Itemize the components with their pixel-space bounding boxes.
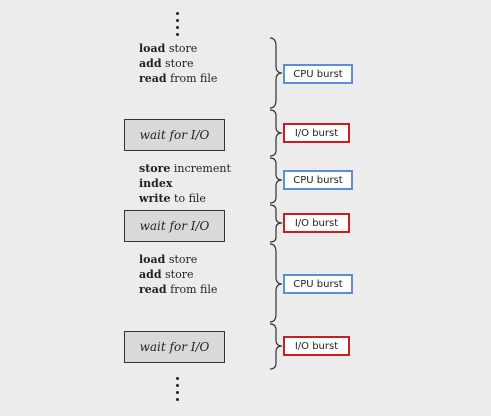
code-line: add store bbox=[139, 268, 194, 281]
code-line: load store bbox=[139, 42, 198, 55]
wait-for-io-box: wait for I/O bbox=[124, 210, 225, 242]
code-line: load store bbox=[139, 253, 198, 266]
code-line: read from file bbox=[139, 283, 218, 296]
curly-brace bbox=[269, 204, 283, 243]
curly-brace bbox=[269, 323, 283, 370]
curly-brace bbox=[269, 109, 283, 157]
code-line: add store bbox=[139, 57, 194, 70]
code-line: write to file bbox=[139, 192, 206, 205]
code-line: index bbox=[139, 177, 173, 190]
code-line: store increment bbox=[139, 162, 231, 175]
bottom-ellipsis bbox=[174, 377, 180, 405]
wait-for-io-box: wait for I/O bbox=[124, 331, 225, 363]
curly-brace bbox=[269, 37, 283, 109]
curly-brace bbox=[269, 243, 283, 323]
curly-brace bbox=[269, 157, 283, 204]
cpu-burst-label: CPU burst bbox=[283, 64, 353, 84]
top-ellipsis bbox=[174, 12, 180, 40]
wait-for-io-box: wait for I/O bbox=[124, 119, 225, 151]
io-burst-label: I/O burst bbox=[283, 123, 350, 143]
cpu-burst-label: CPU burst bbox=[283, 170, 353, 190]
cpu-burst-label: CPU burst bbox=[283, 274, 353, 294]
io-burst-label: I/O burst bbox=[283, 336, 350, 356]
code-line: read from file bbox=[139, 72, 218, 85]
io-burst-label: I/O burst bbox=[283, 213, 350, 233]
